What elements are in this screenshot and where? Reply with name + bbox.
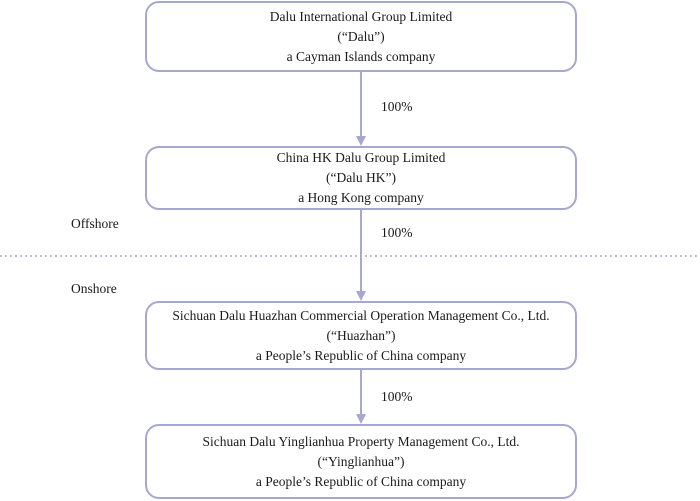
onshore-label: Onshore	[71, 281, 117, 296]
entity-box-dalu: Dalu International Group Limited (“Dalu”…	[145, 1, 577, 72]
entity-jurisdiction: a People’s Republic of China company	[255, 473, 467, 489]
entity-name: China HK Dalu Group Limited	[276, 150, 446, 165]
entity-box-yinglianhua: Sichuan Dalu Yinglianhua Property Manage…	[145, 424, 577, 499]
ownership-percentage: 100%	[381, 389, 413, 404]
entity-jurisdiction: a Hong Kong company	[298, 190, 424, 205]
entity-short-name: (“Dalu”)	[337, 28, 385, 44]
entity-name: Sichuan Dalu Yinglianhua Property Manage…	[202, 433, 520, 449]
entity-name: Dalu International Group Limited	[269, 8, 453, 24]
entity-short-name: (“Dalu HK”)	[325, 170, 397, 185]
entity-box-huazhan: Sichuan Dalu Huazhan Commercial Operatio…	[145, 301, 577, 370]
entity-jurisdiction: a People’s Republic of China company	[255, 347, 467, 363]
ownership-percentage: 100%	[381, 225, 413, 240]
offshore-label: Offshore	[71, 216, 119, 231]
entity-short-name: (“Yinglianhua”)	[317, 453, 405, 469]
entity-jurisdiction: a Cayman Islands company	[286, 48, 436, 64]
ownership-percentage: 100%	[381, 99, 413, 114]
entity-name: Sichuan Dalu Huazhan Commercial Operatio…	[172, 307, 550, 323]
entity-box-dalu-hk: China HK Dalu Group Limited (“Dalu HK”) …	[145, 146, 577, 210]
entity-short-name: (“Huazhan”)	[326, 327, 396, 343]
